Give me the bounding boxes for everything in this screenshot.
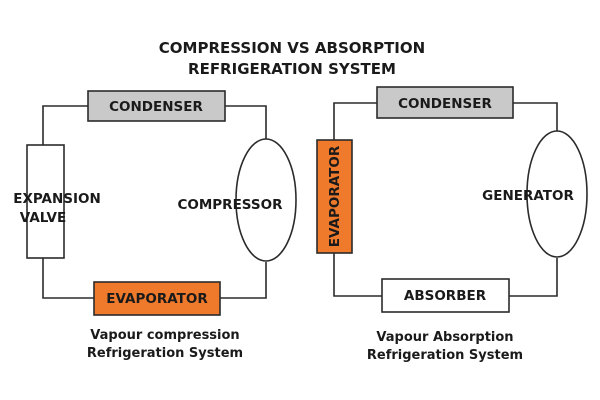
absorption-loop-top-left-wire [333, 102, 377, 140]
generator-ellipse [526, 130, 588, 258]
title-line-2: REFRIGERATION SYSTEM [188, 60, 396, 78]
compression-condenser: CONDENSER [87, 90, 226, 122]
absorption-loop-bottom-right-wire [509, 258, 558, 297]
absorption-condenser-box [376, 86, 514, 119]
compression-condenser-box [87, 90, 226, 122]
compression-loop-top-right-wire [225, 105, 267, 140]
absorber-label: ABSORBER [404, 288, 487, 304]
expansion-valve-label-line-2: VALVE [20, 210, 66, 226]
absorption-caption-line-2: Refrigeration System [367, 348, 523, 363]
absorption-loop-bottom-left-wire [333, 253, 382, 297]
compressor: COMPRESSOR [177, 138, 297, 262]
compression-evaporator: EVAPORATOR [93, 281, 221, 316]
absorption-evaporator-box [316, 139, 353, 254]
absorber-box [381, 278, 510, 313]
generator-label: GENERATOR [482, 188, 574, 204]
absorption-condenser: CONDENSER [376, 86, 514, 119]
compressor-label: COMPRESSOR [177, 197, 283, 213]
compression-condenser-label: CONDENSER [109, 99, 203, 115]
expansion-valve-box [26, 144, 65, 259]
compressor-ellipse [235, 138, 297, 262]
absorption-condenser-label: CONDENSER [398, 96, 492, 112]
absorption-loop-top-right-wire [513, 102, 558, 131]
absorber: ABSORBER [381, 278, 510, 313]
compression-evaporator-box [93, 281, 221, 316]
compression-loop-top-left-wire [42, 105, 88, 145]
absorption-evaporator-label: EVAPORATOR [327, 145, 343, 247]
compression-caption-line-1: Vapour compression [90, 328, 239, 343]
expansion-valve-label-line-1: EXPANSION [13, 191, 101, 207]
absorption-evaporator: EVAPORATOR [316, 139, 353, 254]
absorption-system: CONDENSER EVAPORATOR GENERATOR ABSORBER … [316, 86, 588, 363]
compression-loop-bottom-right-wire [220, 262, 267, 299]
compression-caption-line-2: Refrigeration System [87, 346, 243, 361]
compression-evaporator-label: EVAPORATOR [106, 291, 208, 307]
compression-loop-bottom-left-wire [42, 258, 94, 299]
title-line-1: COMPRESSION VS ABSORPTION [159, 39, 425, 57]
expansion-valve: EXPANSION VALVE [13, 144, 101, 259]
absorption-caption-line-1: Vapour Absorption [376, 330, 513, 345]
generator: GENERATOR [482, 130, 588, 258]
diagram-title: COMPRESSION VS ABSORPTION REFRIGERATION … [159, 39, 425, 78]
compression-system: CONDENSER EXPANSION VALVE COMPRESSOR EVA… [13, 90, 297, 361]
